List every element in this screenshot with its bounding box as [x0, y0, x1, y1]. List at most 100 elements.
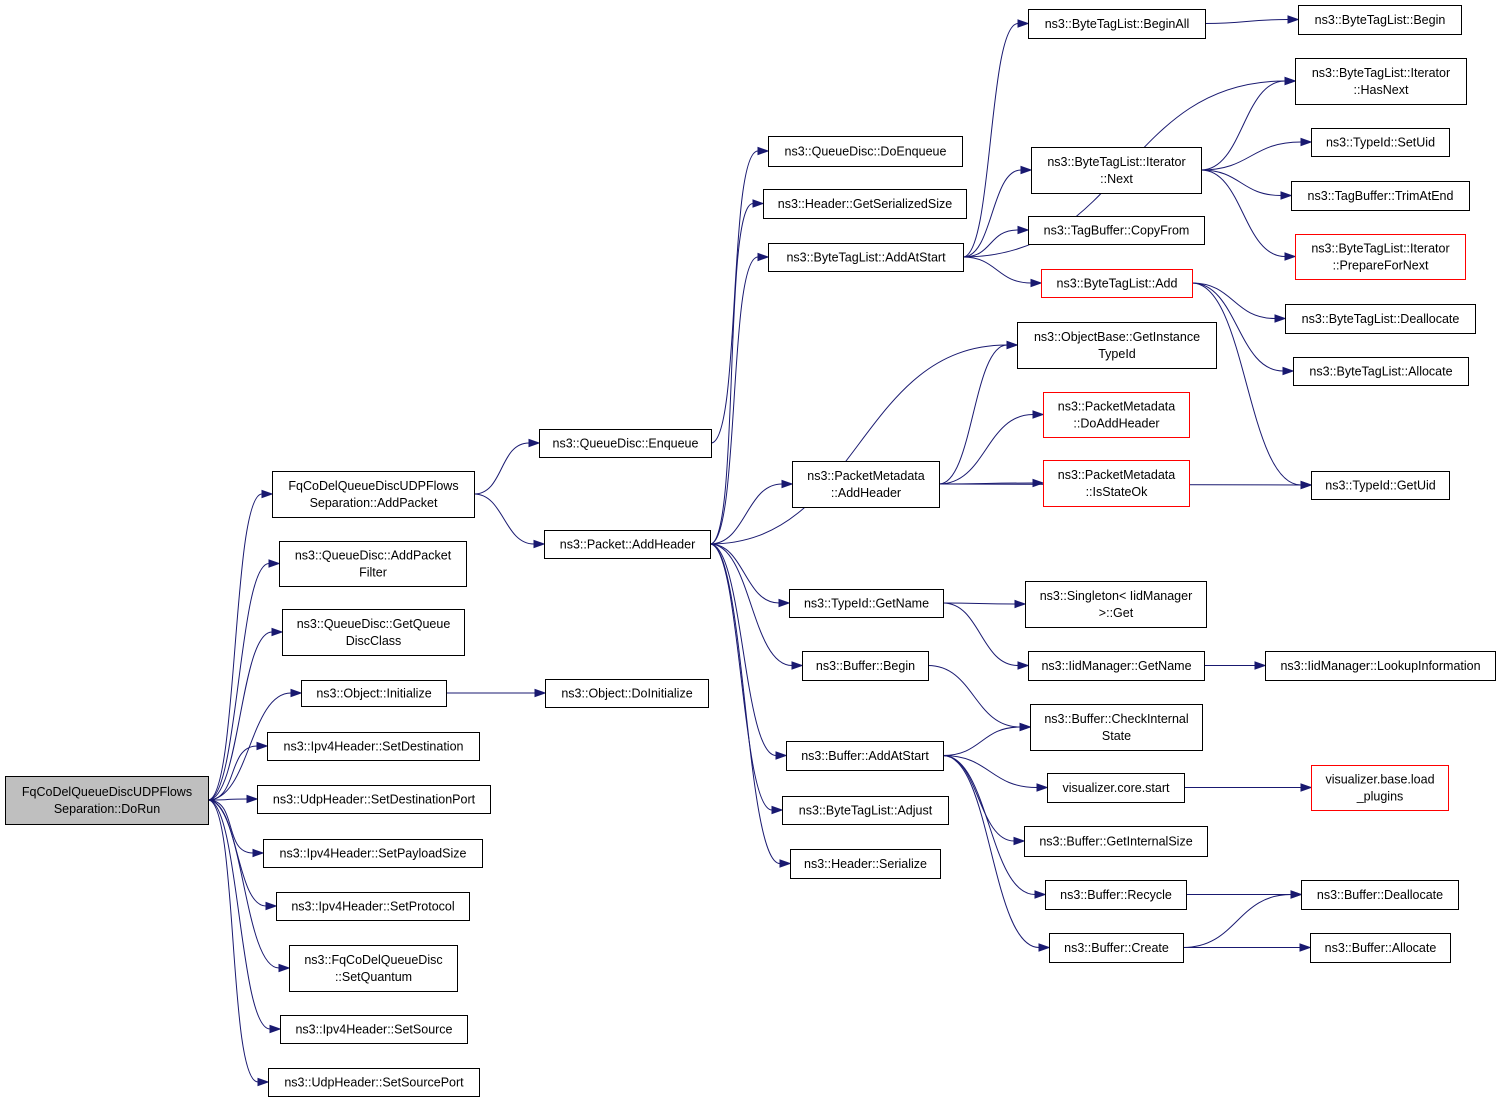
node-btl_iter_prepare[interactable]: ns3::ByteTagList::Iterator::PrepareForNe…: [1295, 234, 1466, 280]
node-box: [1047, 773, 1185, 803]
node-iid_lookup[interactable]: ns3::IidManager::LookupInformation: [1265, 651, 1496, 681]
node-box: [544, 530, 711, 559]
node-label-line: ns3::ByteTagList::Adjust: [799, 804, 933, 818]
node-btl_add[interactable]: ns3::ByteTagList::Add: [1041, 269, 1193, 298]
node-buf_begin[interactable]: ns3::Buffer::Begin: [802, 651, 929, 681]
node-label-line: ns3::Object::DoInitialize: [561, 687, 692, 701]
edge-iid_getname-to-iid_lookup: [1204, 661, 1267, 670]
node-label-line: ns3::ByteTagList::Begin: [1315, 13, 1446, 27]
node-box: [1025, 581, 1207, 628]
node-label-line: DiscClass: [346, 634, 402, 648]
node-box: [1295, 58, 1467, 105]
node-label-line: ::DoAddHeader: [1073, 417, 1159, 431]
node-label-line: TypeId: [1098, 347, 1136, 361]
node-btl_adjust[interactable]: ns3::ByteTagList::Adjust: [782, 796, 949, 825]
node-objinit[interactable]: ns3::Object::Initialize: [301, 680, 447, 707]
node-box: [301, 680, 447, 707]
edge-btl_beginall-to-btl_begin: [1204, 15, 1300, 24]
node-btl_iter_next[interactable]: ns3::ByteTagList::Iterator::Next: [1031, 147, 1202, 194]
node-box: [1293, 357, 1469, 386]
node-pm_doaddheader[interactable]: ns3::PacketMetadata::DoAddHeader: [1043, 392, 1190, 438]
node-buf_addatstart[interactable]: ns3::Buffer::AddAtStart: [786, 741, 944, 771]
node-typeid_setuid[interactable]: ns3::TypeId::SetUid: [1311, 128, 1450, 157]
edge-buf_addatstart-to-buf_checkinternal: [942, 722, 1032, 756]
node-vis_core_start[interactable]: visualizer.core.start: [1047, 773, 1185, 803]
node-box: [1298, 5, 1462, 35]
node-setsource[interactable]: ns3::Ipv4Header::SetSource: [280, 1015, 468, 1044]
node-pm_isstateok[interactable]: ns3::PacketMetadata::IsStateOk: [1043, 460, 1190, 507]
node-setdest[interactable]: ns3::Ipv4Header::SetDestination: [267, 732, 480, 761]
node-buf_recycle[interactable]: ns3::Buffer::Recycle: [1045, 880, 1187, 910]
node-label-line: ns3::ByteTagList::AddAtStart: [786, 251, 946, 265]
edge-addpacket-to-addheader: [473, 493, 546, 549]
node-box: [279, 541, 467, 587]
node-box: [1043, 392, 1190, 438]
node-box: [268, 1068, 480, 1097]
node-btl_addatstart[interactable]: ns3::ByteTagList::AddAtStart: [768, 243, 964, 272]
node-box: [280, 1015, 468, 1044]
node-box: [1295, 234, 1466, 280]
edge-dorun-to-getqueuedisc: [207, 627, 284, 801]
node-setsrcport[interactable]: ns3::UdpHeader::SetSourcePort: [268, 1068, 480, 1097]
node-enqueue[interactable]: ns3::QueueDisc::Enqueue: [539, 429, 712, 458]
node-getserialsize[interactable]: ns3::Header::GetSerializedSize: [763, 189, 967, 219]
node-box: [792, 461, 940, 508]
node-label-line: ns3::PacketMetadata: [1058, 468, 1175, 482]
node-btl_dealloc[interactable]: ns3::ByteTagList::Deallocate: [1285, 304, 1476, 334]
edge-addheader-to-buf_addatstart: [709, 543, 788, 760]
edge-buf_begin-to-buf_checkinternal: [927, 665, 1032, 732]
node-btl_beginall[interactable]: ns3::ByteTagList::BeginAll: [1028, 9, 1206, 39]
node-btl_begin[interactable]: ns3::ByteTagList::Begin: [1298, 5, 1462, 35]
edge-btl_iter_next-to-tagbuf_trimatend: [1200, 169, 1293, 200]
node-typeid_getname[interactable]: ns3::TypeId::GetName: [789, 589, 944, 618]
node-buf_create[interactable]: ns3::Buffer::Create: [1049, 933, 1184, 963]
node-btl_alloc[interactable]: ns3::ByteTagList::Allocate: [1293, 357, 1469, 386]
edge-addheader-to-hdr_serialize: [709, 543, 792, 868]
node-box: [768, 243, 964, 272]
edge-btl_add-to-btl_alloc: [1191, 282, 1295, 376]
node-buf_alloc[interactable]: ns3::Buffer::Allocate: [1310, 933, 1451, 963]
node-tagbuf_trimatend[interactable]: ns3::TagBuffer::TrimAtEnd: [1291, 181, 1470, 211]
node-dorun[interactable]: FqCoDelQueueDiscUDPFlowsSeparation::DoRu…: [5, 776, 209, 825]
node-setdestport[interactable]: ns3::UdpHeader::SetDestinationPort: [257, 785, 491, 814]
node-buf_dealloc[interactable]: ns3::Buffer::Deallocate: [1301, 880, 1459, 910]
node-label-line: ::IsStateOk: [1086, 485, 1149, 499]
node-tagbuf_copyfrom[interactable]: ns3::TagBuffer::CopyFrom: [1028, 216, 1205, 245]
node-vis_load_plugins[interactable]: visualizer.base.load_plugins: [1311, 765, 1449, 811]
node-box: [789, 589, 944, 618]
node-hdr_serialize[interactable]: ns3::Header::Serialize: [790, 849, 941, 879]
edge-buf_addatstart-to-buf_recycle: [942, 755, 1047, 899]
node-setquantum[interactable]: ns3::FqCoDelQueueDisc::SetQuantum: [289, 945, 458, 992]
node-addheader[interactable]: ns3::Packet::AddHeader: [544, 530, 711, 559]
node-label-line: ns3::Ipv4Header::SetDestination: [284, 740, 464, 754]
node-setprotocol[interactable]: ns3::Ipv4Header::SetProtocol: [276, 892, 470, 921]
node-buf_getinternalsize[interactable]: ns3::Buffer::GetInternalSize: [1024, 826, 1208, 857]
node-doinit[interactable]: ns3::Object::DoInitialize: [545, 679, 709, 708]
node-singleton_get[interactable]: ns3::Singleton< IidManager>::Get: [1025, 581, 1207, 628]
node-btl_iter_hasnext[interactable]: ns3::ByteTagList::Iterator::HasNext: [1295, 58, 1467, 105]
node-label-line: ns3::IidManager::GetName: [1041, 659, 1191, 673]
edge-btl_iter_next-to-typeid_setuid: [1200, 137, 1313, 171]
edge-pm_addheader-to-pm_doaddheader: [938, 410, 1045, 485]
node-label-line: ns3::Buffer::Deallocate: [1317, 888, 1443, 902]
edge-btl_addatstart-to-btl_add: [962, 256, 1043, 288]
node-box: [1041, 269, 1193, 298]
node-label-line: FqCoDelQueueDiscUDPFlows: [22, 785, 192, 799]
node-addpacket[interactable]: FqCoDelQueueDiscUDPFlowsSeparation::AddP…: [272, 471, 475, 518]
node-label-line: Separation::AddPacket: [310, 496, 438, 510]
node-doenqueue[interactable]: ns3::QueueDisc::DoEnqueue: [768, 136, 963, 167]
edge-btl_iter_next-to-btl_iter_prepare: [1200, 169, 1297, 261]
edge-buf_addatstart-to-vis_core_start: [942, 755, 1049, 792]
node-pm_addheader[interactable]: ns3::PacketMetadata::AddHeader: [792, 461, 940, 508]
node-typeid_getuid[interactable]: ns3::TypeId::GetUid: [1311, 471, 1450, 500]
node-setpayload[interactable]: ns3::Ipv4Header::SetPayloadSize: [263, 839, 483, 868]
node-box: [1017, 322, 1217, 369]
node-iid_getname[interactable]: ns3::IidManager::GetName: [1028, 651, 1205, 681]
edge-addheader-to-buf_begin: [709, 543, 804, 670]
node-label-line: ns3::Ipv4Header::SetPayloadSize: [280, 847, 467, 861]
